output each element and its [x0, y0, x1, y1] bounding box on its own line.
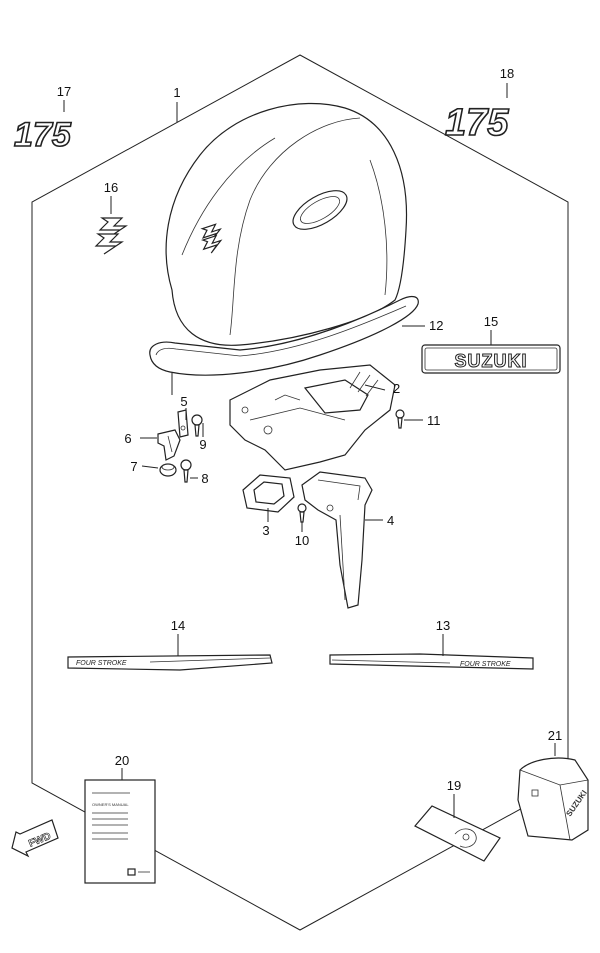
callout-9: 9	[199, 437, 206, 452]
screw-9	[191, 414, 203, 437]
stripe-left: FOUR STROKE	[67, 654, 273, 671]
callout-19: 19	[447, 778, 461, 793]
manual-heading: OWNER'S MANUAL	[92, 802, 129, 807]
callout-17: 17	[57, 84, 71, 99]
leader-lines	[63, 83, 556, 818]
callout-10: 10	[295, 533, 309, 548]
suzuki-decal: SUZUKI	[421, 344, 561, 374]
cover-seal	[149, 295, 419, 376]
screw-10	[297, 503, 307, 523]
suzuki-emblem-icon	[94, 217, 128, 255]
callout-3: 3	[262, 523, 269, 538]
callout-14: 14	[171, 618, 185, 633]
callout-21: 21	[548, 728, 562, 743]
decal-175-left: 175	[13, 115, 72, 155]
callout-6: 6	[124, 431, 131, 446]
callout-4: 4	[387, 513, 394, 528]
callout-16: 16	[104, 180, 118, 195]
stripe-left-text: FOUR STROKE	[76, 660, 127, 667]
callout-1: 1	[173, 85, 180, 100]
cushion-cap	[159, 463, 177, 477]
tool-pouch	[414, 805, 501, 862]
grommet	[242, 474, 295, 513]
screw-8	[180, 459, 192, 483]
screw-11	[395, 409, 405, 429]
callout-numbers: 1 2 3 4 5 6 7 8 9 10 11 12 13 14 15 16 1…	[57, 66, 562, 793]
callout-12: 12	[429, 318, 443, 333]
cover-emblem-icon	[200, 223, 223, 254]
callout-11: 11	[427, 413, 441, 428]
callout-8: 8	[201, 471, 208, 486]
assembly-outline	[31, 54, 569, 931]
cover-frame	[229, 364, 396, 471]
suzuki-decal-text: SUZUKI	[455, 351, 528, 371]
forward-arrow-icon: FWD	[11, 819, 59, 858]
stripe-right-text: FOUR STROKE	[460, 661, 511, 668]
latch-hook	[157, 429, 181, 461]
callout-20: 20	[115, 753, 129, 768]
decal-175-left-text: 175	[14, 116, 72, 154]
callout-15: 15	[484, 314, 498, 329]
decal-175-right-text: 175	[445, 102, 509, 144]
callout-7: 7	[130, 459, 137, 474]
callout-13: 13	[436, 618, 450, 633]
owners-manual: OWNER'S MANUAL	[84, 779, 156, 884]
stripe-right: FOUR STROKE	[329, 653, 534, 670]
engine-cover	[165, 102, 408, 346]
bracket	[301, 471, 373, 609]
callout-5: 5	[180, 394, 187, 409]
callout-2: 2	[393, 381, 400, 396]
engine-cover-bag: SUZUKI	[517, 757, 589, 841]
decal-175-right: 175	[444, 101, 510, 145]
callout-18: 18	[500, 66, 514, 81]
